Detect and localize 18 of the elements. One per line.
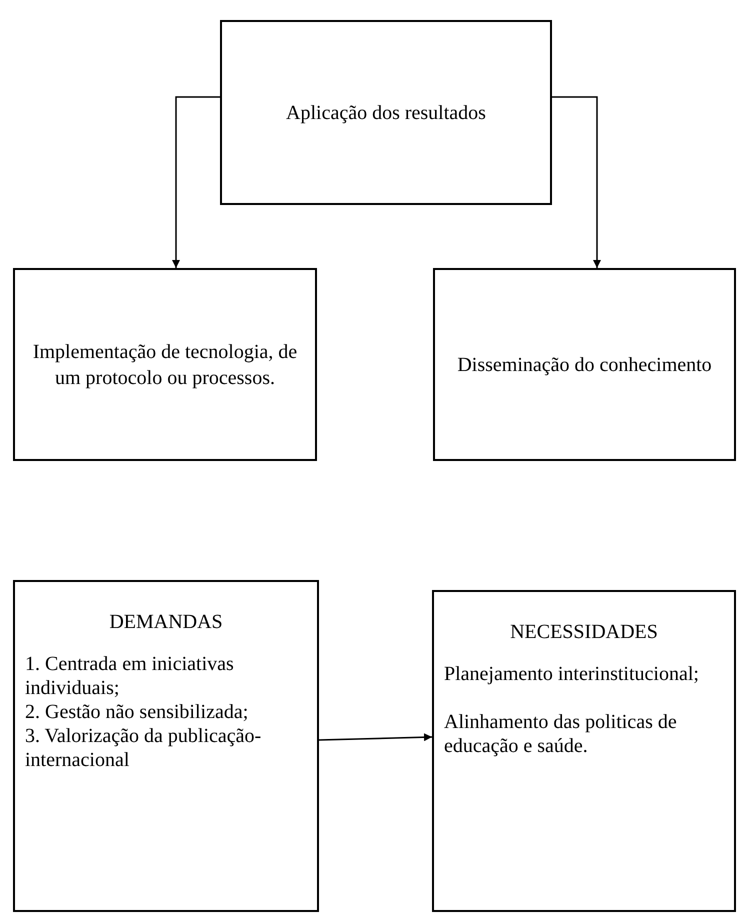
arrow xyxy=(552,96,601,268)
text-box xyxy=(13,268,317,461)
arrow xyxy=(318,733,432,742)
text-box xyxy=(220,20,552,205)
box-text: Planejamento interinstitucional; xyxy=(444,662,700,686)
box-text: 3. Valorização da publicação-internacional xyxy=(25,724,262,772)
text-box xyxy=(13,580,319,912)
box-text: 2. Gestão não sensibilizada; xyxy=(25,700,250,724)
box-heading: DEMANDAS xyxy=(108,610,224,634)
box-heading: NECESSIDADES xyxy=(509,620,659,644)
text-box xyxy=(432,590,736,912)
box-text: Implementação de tecnologia, de um protocolo ou processos. xyxy=(32,340,298,390)
box-text: Aplicação dos resultados xyxy=(286,100,486,126)
arrow xyxy=(172,96,220,268)
text-box xyxy=(433,268,736,461)
box-text: 1. Centrada em iniciativas individuais; xyxy=(25,652,235,700)
box-text: Disseminação do conhecimento xyxy=(457,352,712,378)
box-text: Alinhamento das politicas de educação e saúde. xyxy=(444,710,678,758)
